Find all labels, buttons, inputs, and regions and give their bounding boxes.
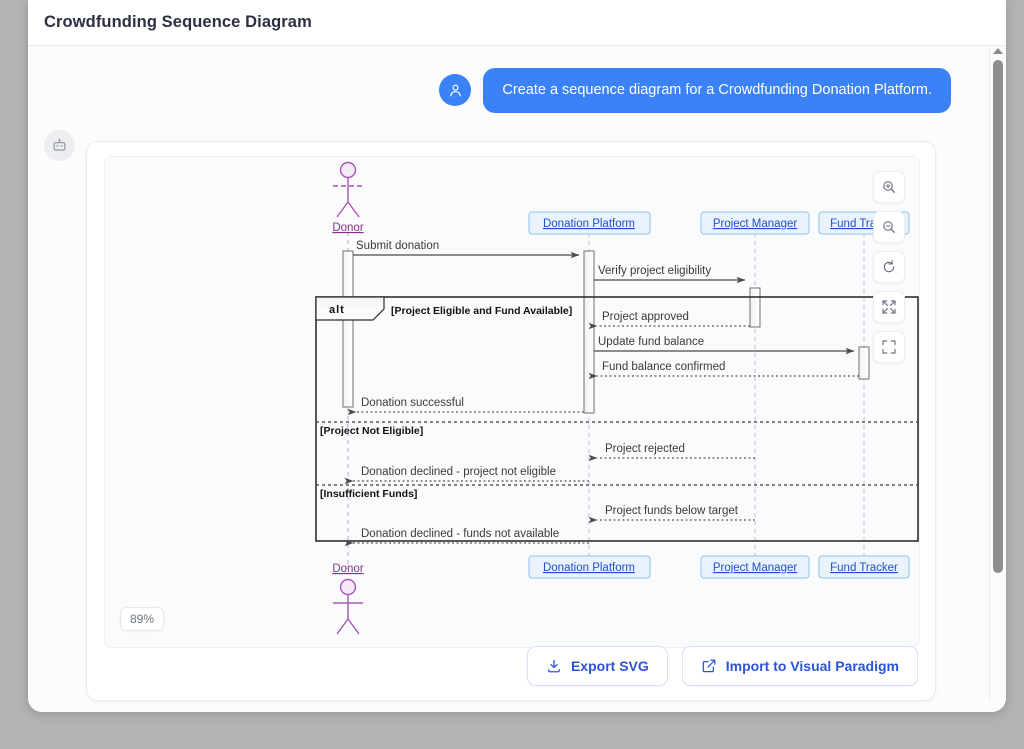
chat-user-row: Create a sequence diagram for a Crowdfun… <box>439 68 951 113</box>
message-label-5: Donation successful <box>361 397 464 409</box>
fragment-keyword-alt: alt <box>329 304 345 316</box>
vertical-scrollbar[interactable] <box>989 46 1006 700</box>
diagram-canvas[interactable]: Donor Donation Platform Project Manager … <box>104 156 920 648</box>
activation-fund-tracker <box>858 346 870 380</box>
export-svg-button[interactable]: Export SVG <box>526 646 668 686</box>
actor-label-donor-bottom: Donor <box>332 563 363 575</box>
message-verify-eligibility: Verify project eligibility <box>594 265 746 284</box>
fullscreen-button[interactable] <box>873 331 905 363</box>
user-avatar <box>439 74 472 107</box>
fit-screen-icon <box>882 300 896 314</box>
message-label-1: Verify project eligibility <box>598 265 711 277</box>
message-label-7: Donation declined - project not eligible <box>361 466 556 478</box>
message-project-approved: Project approved <box>588 311 750 330</box>
zoom-toolbar <box>873 171 905 363</box>
alt-fragment: alt [Project Eligible and Fund Available… <box>315 296 919 542</box>
reset-view-button[interactable] <box>873 251 905 283</box>
fragment-guard-3: [Insufficient Funds] <box>320 488 417 500</box>
actor-donor-bottom[interactable]: Donor <box>332 563 364 635</box>
message-project-rejected: Project rejected <box>588 443 755 462</box>
zoom-in-icon <box>883 181 895 193</box>
bot-avatar <box>44 130 75 161</box>
participant-label-donation-platform-top: Donation Platform <box>543 218 635 230</box>
zoom-out-button[interactable] <box>873 211 905 243</box>
actor-donor-top[interactable]: Donor <box>332 161 364 235</box>
sequence-diagram-svg: Donor Donation Platform Project Manager … <box>315 161 919 635</box>
participant-label-donation-platform-bottom: Donation Platform <box>543 562 635 574</box>
message-label-0: Submit donation <box>356 240 439 252</box>
message-update-fund-balance: Update fund balance <box>594 336 855 355</box>
message-label-8: Project funds below target <box>605 505 739 517</box>
activation-donation-platform <box>583 250 595 414</box>
message-donation-successful: Donation successful <box>347 397 584 416</box>
message-label-3: Update fund balance <box>598 336 704 348</box>
import-visual-paradigm-button[interactable]: Import to Visual Paradigm <box>681 646 918 686</box>
participant-donation-platform-top[interactable]: Donation Platform <box>528 211 651 235</box>
app-window: Crowdfunding Sequence Diagram Create a s… <box>28 0 1006 712</box>
message-label-6: Project rejected <box>605 443 685 455</box>
activation-donor <box>342 250 354 408</box>
fit-to-screen-button[interactable] <box>873 291 905 323</box>
participant-project-manager-bottom[interactable]: Project Manager <box>700 555 810 579</box>
message-project-funds-below-target: Project funds below target <box>588 505 755 524</box>
robot-icon <box>53 138 66 151</box>
diagram-card: Donor Donation Platform Project Manager … <box>86 141 936 701</box>
export-svg-label: Export SVG <box>570 658 649 674</box>
participant-label-project-manager-top: Project Manager <box>713 218 798 230</box>
fragment-guard-2: [Project Not Eligible] <box>320 425 423 437</box>
scrollbar-thumb[interactable] <box>993 60 1003 573</box>
participant-label-fund-tracker-bottom: Fund Tracker <box>830 562 898 574</box>
fragment-guard-1: [Project Eligible and Fund Available] <box>391 305 572 317</box>
message-fund-balance-confirmed: Fund balance confirmed <box>588 361 859 380</box>
zoom-out-icon <box>883 221 895 233</box>
page-title: Crowdfunding Sequence Diagram <box>44 13 312 31</box>
scroll-up-arrow-icon[interactable] <box>993 48 1003 54</box>
message-donation-declined-funds: Donation declined - funds not available <box>344 528 589 547</box>
participant-fund-tracker-bottom[interactable]: Fund Tracker <box>818 555 910 579</box>
participant-donation-platform-bottom[interactable]: Donation Platform <box>528 555 651 579</box>
message-submit-donation: Submit donation <box>353 240 580 259</box>
message-donation-declined-not-eligible: Donation declined - project not eligible <box>344 466 589 485</box>
fullscreen-icon <box>882 340 896 354</box>
user-message-bubble: Create a sequence diagram for a Crowdfun… <box>483 68 951 113</box>
footer-actions: Export SVG Import to Visual Paradigm <box>526 646 918 686</box>
activation-project-manager <box>749 287 761 328</box>
zoom-level-badge: 89% <box>120 607 165 631</box>
reset-icon <box>883 260 895 273</box>
import-visual-paradigm-label: Import to Visual Paradigm <box>725 658 899 674</box>
message-label-2: Project approved <box>602 311 689 323</box>
user-icon <box>450 84 461 97</box>
title-bar: Crowdfunding Sequence Diagram <box>28 0 1006 46</box>
participant-project-manager-top[interactable]: Project Manager <box>700 211 810 235</box>
activation-bars <box>342 250 870 414</box>
message-label-4: Fund balance confirmed <box>602 361 725 373</box>
message-label-9: Donation declined - funds not available <box>361 528 559 540</box>
participant-label-project-manager-bottom: Project Manager <box>713 562 798 574</box>
actor-label-donor-top: Donor <box>332 222 363 234</box>
download-icon <box>548 659 560 673</box>
content-area: Create a sequence diagram for a Crowdfun… <box>28 46 1006 712</box>
zoom-in-button[interactable] <box>873 171 905 203</box>
external-link-icon <box>702 659 716 673</box>
